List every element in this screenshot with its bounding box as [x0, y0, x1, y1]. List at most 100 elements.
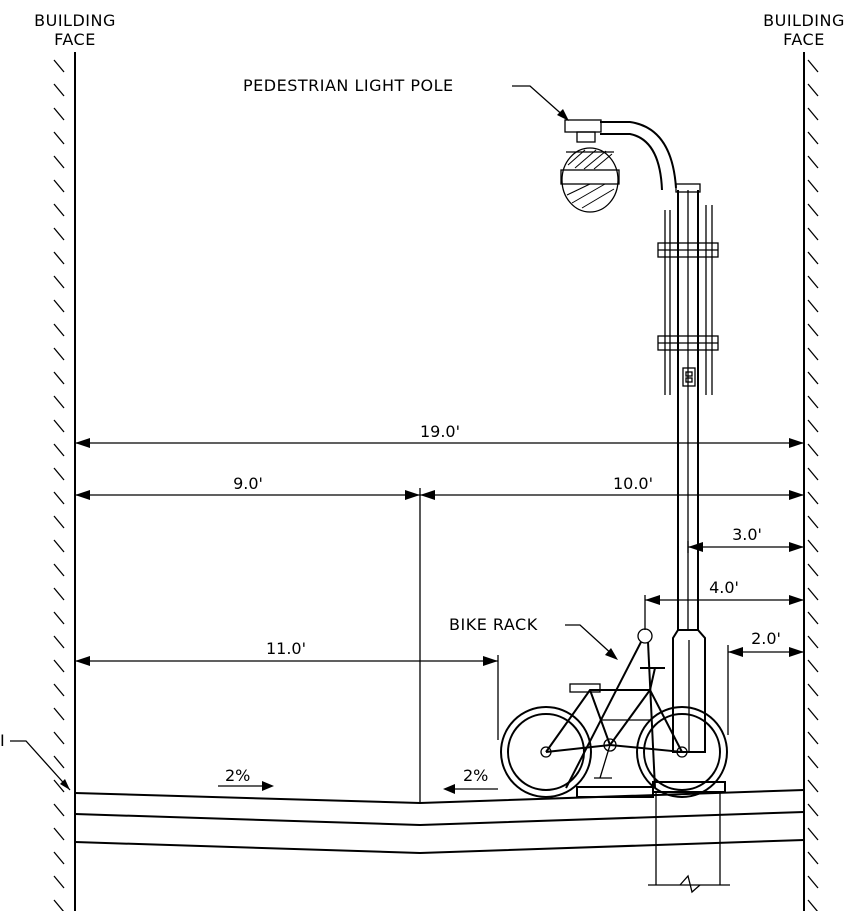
light-pole-label: PEDESTRIAN LIGHT POLE	[243, 76, 454, 95]
dim-total: 19.0'	[75, 422, 804, 448]
building-face-hatch	[53, 467, 65, 481]
building-face-hatch	[53, 419, 65, 433]
building-face-hatch	[53, 539, 65, 553]
edge-leader-line	[10, 740, 71, 791]
dim-total-label: 19.0'	[420, 422, 460, 441]
building-face-hatch	[807, 275, 819, 289]
building-face-hatch	[807, 539, 819, 553]
building-face-hatch	[807, 875, 819, 889]
building-face-hatch	[53, 251, 65, 265]
building-face-hatch	[53, 755, 65, 769]
bike-rack	[565, 628, 656, 798]
building-face-hatch	[53, 683, 65, 697]
dim-right-zone-label: 10.0'	[613, 474, 653, 493]
building-face-hatch	[53, 155, 65, 169]
pavement-section	[74, 789, 805, 855]
dim-rack-offset: 2.0'	[727, 629, 804, 735]
dim-walk-width-label: 11.0'	[266, 639, 306, 658]
building-face-hatch	[807, 83, 819, 97]
dim-to-rack-label: 4.0'	[709, 578, 739, 597]
building-face-hatch	[807, 563, 819, 577]
building-face-hatch	[807, 299, 819, 313]
dim-to-pole: 3.0'	[687, 525, 804, 553]
building-face-hatch	[53, 83, 65, 97]
building-face-hatch	[807, 635, 819, 649]
dim-left-zone: 9.0'	[75, 474, 420, 500]
building-face-hatch	[53, 59, 65, 73]
building-face-hatch	[807, 899, 819, 913]
bike-rack-leader	[565, 624, 615, 657]
light-pole-leader	[512, 85, 567, 119]
building-face-hatch	[807, 371, 819, 385]
building-face-hatch	[53, 803, 65, 817]
building-face-hatch	[807, 803, 819, 817]
building-face-hatch	[807, 587, 819, 601]
building-face-hatch	[53, 635, 65, 649]
bike-rack-label: BIKE RACK	[449, 615, 538, 634]
building-face-hatch	[53, 875, 65, 889]
building-face-right-label-2: FACE	[783, 30, 825, 49]
dim-walk-width: 11.0'	[75, 639, 499, 740]
building-face-left-label-1: BUILDING	[34, 11, 116, 30]
building-face-right	[803, 52, 819, 913]
building-face-hatch	[53, 275, 65, 289]
building-face-hatch	[807, 323, 819, 337]
building-face-hatch	[807, 707, 819, 721]
building-face-hatch	[53, 827, 65, 841]
building-face-hatch	[807, 419, 819, 433]
building-face-hatch	[53, 659, 65, 673]
building-face-hatch	[807, 443, 819, 457]
building-face-hatch	[53, 131, 65, 145]
building-face-hatch	[807, 659, 819, 673]
edge-fragment-label: I	[0, 731, 5, 750]
building-face-left-label-2: FACE	[54, 30, 96, 49]
building-face-right-label-1: BUILDING	[763, 11, 845, 30]
building-face-hatch	[807, 491, 819, 505]
dim-to-pole-label: 3.0'	[732, 525, 762, 544]
edge-leader-arrow	[60, 779, 70, 790]
building-face-hatch	[53, 491, 65, 505]
light-pole	[560, 119, 730, 894]
building-face-hatch	[807, 827, 819, 841]
building-face-left	[53, 52, 76, 913]
building-face-hatch	[53, 443, 65, 457]
building-face-hatch	[807, 203, 819, 217]
building-face-hatch	[53, 587, 65, 601]
building-face-hatch	[807, 155, 819, 169]
building-face-hatch	[807, 347, 819, 361]
building-face-hatch	[807, 179, 819, 193]
building-face-hatch	[53, 227, 65, 241]
building-face-hatch	[807, 611, 819, 625]
building-face-hatch	[53, 371, 65, 385]
building-face-hatch	[807, 683, 819, 697]
building-face-hatch	[53, 347, 65, 361]
slope-right-label: 2%	[463, 766, 488, 785]
building-face-hatch	[807, 779, 819, 793]
building-face-hatch	[53, 611, 65, 625]
building-face-hatch	[53, 851, 65, 865]
building-face-hatch	[53, 563, 65, 577]
bike-rack-leader-arrow	[605, 648, 618, 660]
building-face-hatch	[53, 203, 65, 217]
building-face-hatch	[53, 779, 65, 793]
building-face-hatch	[53, 731, 65, 745]
slope-left-label: 2%	[225, 766, 250, 785]
slope-left-arrowhead	[262, 781, 274, 791]
building-face-hatch	[807, 467, 819, 481]
dim-left-zone-label: 9.0'	[233, 474, 263, 493]
building-face-hatch	[53, 899, 65, 913]
building-face-hatch	[53, 707, 65, 721]
building-face-hatch	[53, 179, 65, 193]
light-pole-leader-arrow	[557, 109, 569, 121]
building-face-hatch	[807, 131, 819, 145]
building-face-hatch	[807, 731, 819, 745]
building-face-hatch	[807, 515, 819, 529]
building-face-hatch	[53, 107, 65, 121]
building-face-hatch	[807, 851, 819, 865]
building-face-hatch	[807, 59, 819, 73]
dim-rack-offset-label: 2.0'	[751, 629, 781, 648]
building-face-hatch	[807, 251, 819, 265]
building-face-hatch	[53, 299, 65, 313]
slope-right-arrowhead	[443, 784, 455, 794]
building-face-hatch	[807, 755, 819, 769]
